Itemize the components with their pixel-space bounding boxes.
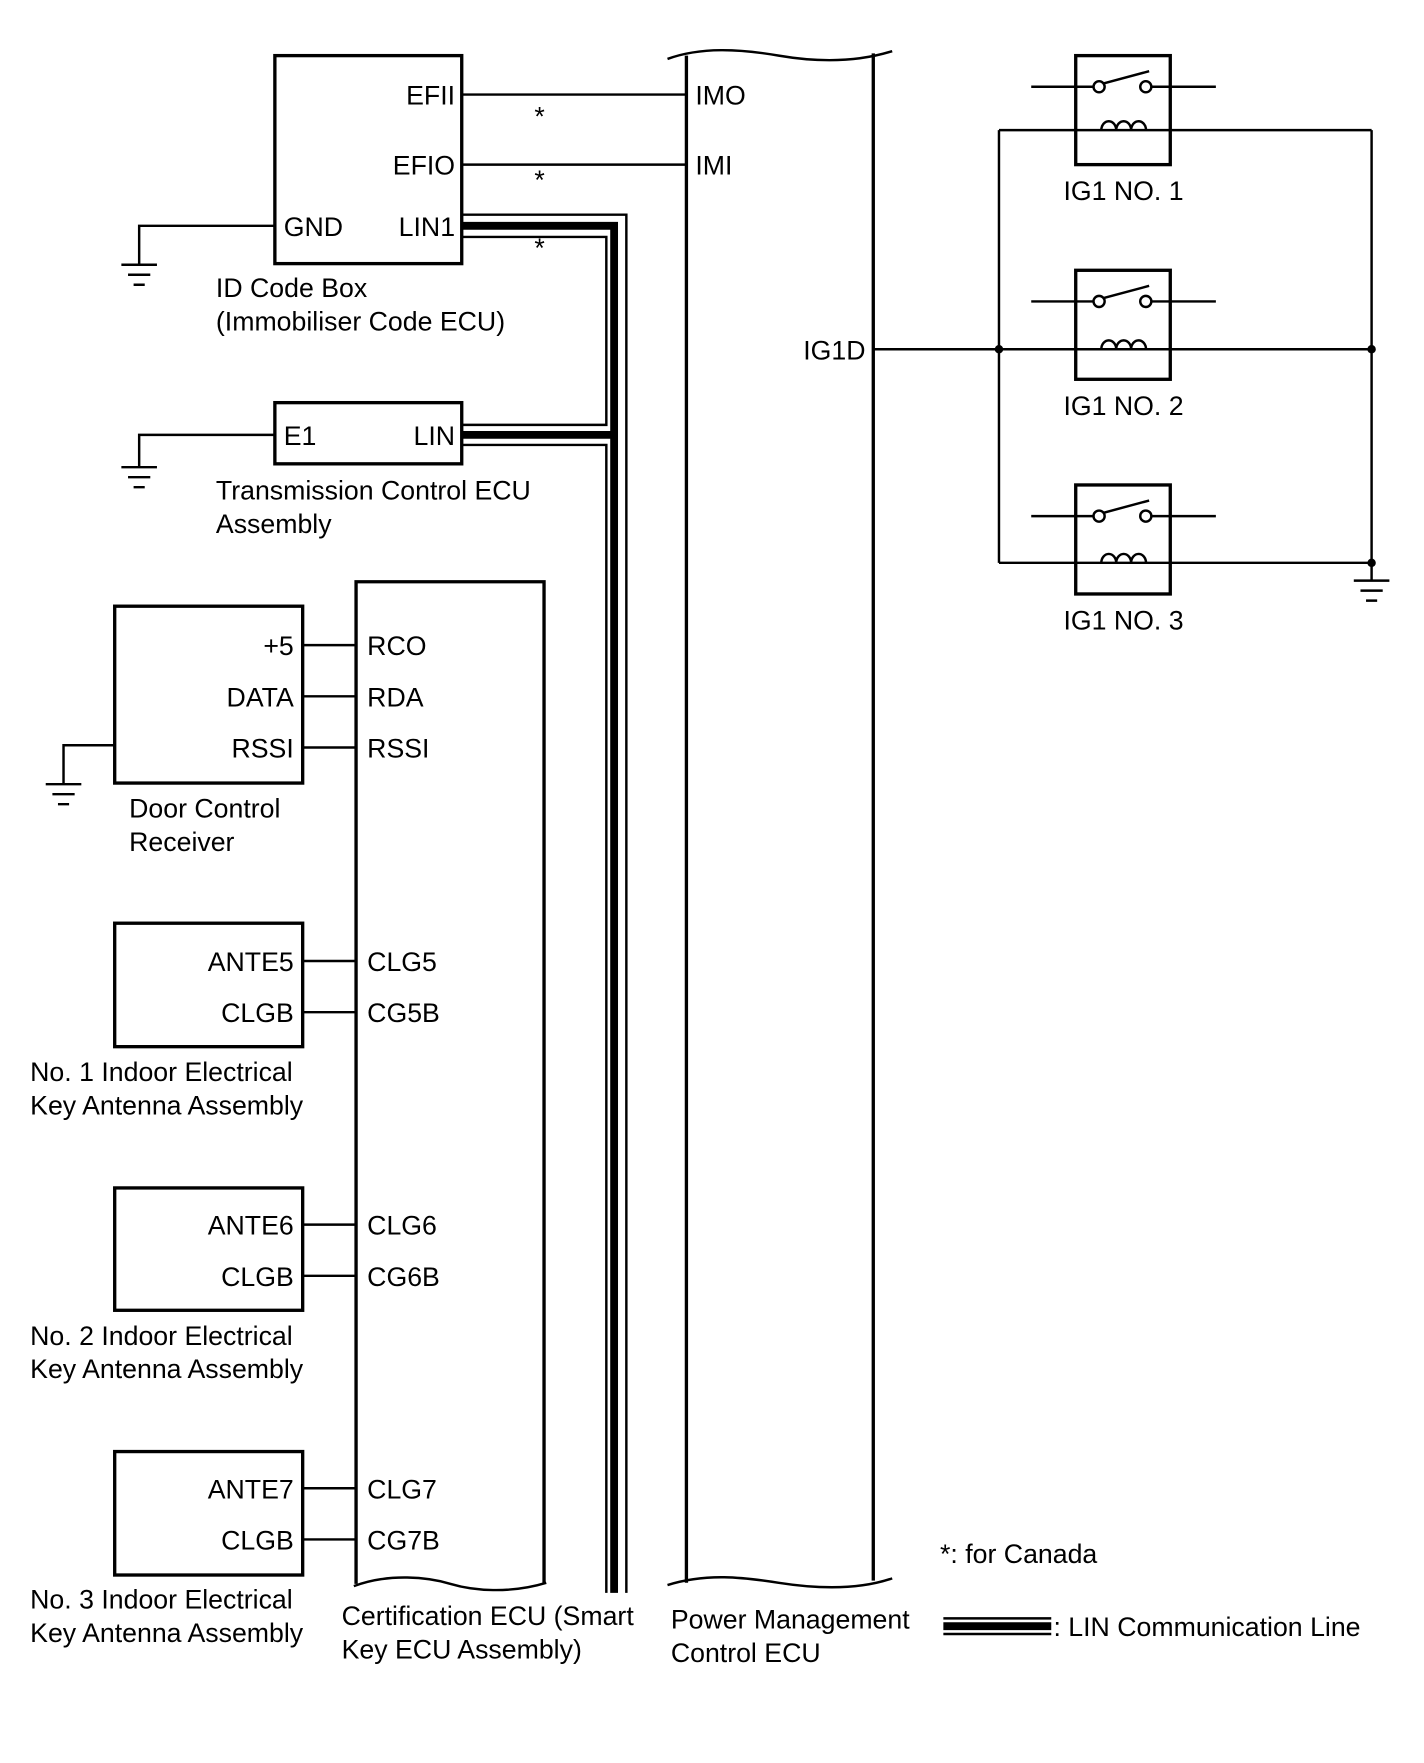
junction-dot [994, 345, 1004, 354]
pin-label-gnd: GND [284, 212, 343, 242]
antenna-title-line2: Key Antenna Assembly [30, 1354, 304, 1384]
canada-marker-efii: * [534, 102, 544, 132]
pin-label-cg6b: CG6B [367, 1262, 440, 1292]
power-ecu-title-line2: Control ECU [671, 1638, 821, 1668]
transmission-ecu-title-line1: Transmission Control ECU [216, 475, 531, 505]
relay-outline [1074, 268, 1172, 381]
pin-label-lin1: LIN1 [399, 212, 455, 242]
pin-label-ante5: ANTE5 [208, 947, 294, 977]
transmission-ecu-title-line2: Assembly [216, 509, 332, 539]
canada-marker-efio: * [534, 165, 544, 195]
pin-label-rssi: RSSI [231, 733, 293, 763]
antenna-outline [113, 1449, 305, 1577]
power-ecu-bottom-break [667, 1576, 893, 1589]
certification-ecu-title-line2: Key ECU Assembly) [342, 1634, 582, 1664]
certification-ecu-bottom-break [353, 1576, 547, 1592]
junction-dot [1367, 558, 1376, 568]
junction-dot [1367, 345, 1376, 354]
relay-label: IG1 NO. 2 [1063, 391, 1183, 421]
relay-ig1-no1: IG1 NO. 1 [1031, 53, 1216, 206]
coil-icon [1100, 120, 1148, 131]
id-code-box-outline [273, 53, 464, 266]
pin-label-rco: RCO [367, 631, 426, 661]
legend: *: for Canada : LIN Communication Line [940, 1539, 1361, 1642]
pin-label-ig1d: IG1D [803, 335, 865, 365]
id-code-box: EFII EFIO GND LIN1 ID Code Box (Immobili… [216, 53, 505, 336]
pin-label-clg6: CLG6 [367, 1211, 437, 1241]
transmission-ecu-outline [273, 400, 464, 466]
pin-label-clgb: CLGB [221, 1262, 294, 1292]
pin-label-imi: IMI [695, 151, 732, 181]
switch-icon [1031, 284, 1216, 309]
lin-line-legend-icon [943, 1617, 1052, 1636]
relay-label: IG1 NO. 1 [1063, 176, 1183, 206]
door-receiver-outline [113, 604, 305, 785]
pin-label-clgb: CLGB [221, 1525, 294, 1555]
relay-outline [1074, 483, 1172, 596]
wire-e1-ground [137, 433, 275, 468]
power-ecu-title-line1: Power Management [671, 1604, 910, 1634]
pin-label-plus5: +5 [263, 631, 293, 661]
antenna-title-line2: Key Antenna Assembly [30, 1091, 304, 1121]
door-receiver-title-line2: Receiver [129, 827, 234, 857]
antenna-outline [113, 921, 305, 1049]
switch-icon [1031, 70, 1216, 94]
pin-label-ante7: ANTE7 [208, 1474, 294, 1504]
relay-ig1-no3: IG1 NO. 3 [1031, 483, 1216, 636]
ground-icon [1353, 579, 1390, 602]
coil-icon [1100, 339, 1148, 350]
antenna-outline [113, 1186, 305, 1312]
certification-ecu-outline [354, 580, 546, 1584]
id-code-box-subtitle: (Immobiliser Code ECU) [216, 306, 505, 336]
pin-label-cg7b: CG7B [367, 1525, 440, 1555]
antenna-title-line1: No. 2 Indoor Electrical [30, 1321, 293, 1351]
legend-canada-note: *: for Canada [940, 1539, 1097, 1569]
pin-label-efio: EFIO [393, 151, 455, 181]
pin-label-rssi: RSSI [367, 733, 429, 763]
pin-label-imo: IMO [695, 81, 745, 111]
pin-label-ante6: ANTE6 [208, 1211, 294, 1241]
lin-communication-line [461, 213, 628, 1593]
certification-ecu: RCO RDA RSSI CLG5 CG5B CLG6 CG6B CLG7 CG… [342, 580, 635, 1664]
pin-label-e1: E1 [284, 421, 317, 451]
relay-label: IG1 NO. 3 [1063, 606, 1183, 636]
antenna-title-line2: Key Antenna Assembly [30, 1618, 304, 1648]
ground-icon [121, 465, 157, 489]
door-control-receiver: +5 DATA RSSI Door Control Receiver [113, 604, 305, 857]
coil-icon [1100, 552, 1148, 563]
relay-ig1-no2: IG1 NO. 2 [1031, 268, 1216, 421]
indoor-key-antenna-3: ANTE7 CLGB No. 3 Indoor Electrical Key A… [30, 1449, 305, 1648]
power-ecu-top-break [667, 48, 893, 62]
wire-door-receiver-ground [62, 744, 115, 785]
certification-ecu-title-line1: Certification ECU (Smart [342, 1601, 635, 1631]
indoor-key-antenna-2: ANTE6 CLGB No. 2 Indoor Electrical Key A… [30, 1186, 305, 1384]
wire-gnd [137, 224, 275, 265]
door-receiver-title-line1: Door Control [129, 794, 280, 824]
id-code-box-title: ID Code Box [216, 273, 368, 303]
switch-icon [1031, 499, 1216, 523]
ground-icon [121, 263, 157, 286]
canada-marker-lin1: * [534, 233, 544, 263]
pin-label-clg7: CLG7 [367, 1474, 437, 1504]
pin-label-cg5b: CG5B [367, 998, 440, 1028]
pin-label-rda: RDA [367, 682, 424, 712]
ground-icon [45, 782, 82, 806]
power-management-ecu: IMO IMI IG1D Power Management Control EC… [667, 48, 910, 1668]
legend-lin-line: : LIN Communication Line [1053, 1612, 1360, 1642]
pin-label-clg5: CLG5 [367, 947, 437, 977]
transmission-control-ecu: E1 LIN Transmission Control ECU Assembly [216, 400, 531, 539]
antenna-title-line1: No. 3 Indoor Electrical [30, 1584, 293, 1614]
pin-label-lin: LIN [414, 421, 456, 451]
indoor-key-antenna-1: ANTE5 CLGB No. 1 Indoor Electrical Key A… [30, 921, 305, 1121]
pin-label-data: DATA [227, 682, 294, 712]
antenna-title-line1: No. 1 Indoor Electrical [30, 1057, 293, 1087]
relay-outline [1074, 53, 1172, 167]
pin-label-clgb: CLGB [221, 998, 294, 1028]
pin-label-efii: EFII [406, 81, 455, 111]
